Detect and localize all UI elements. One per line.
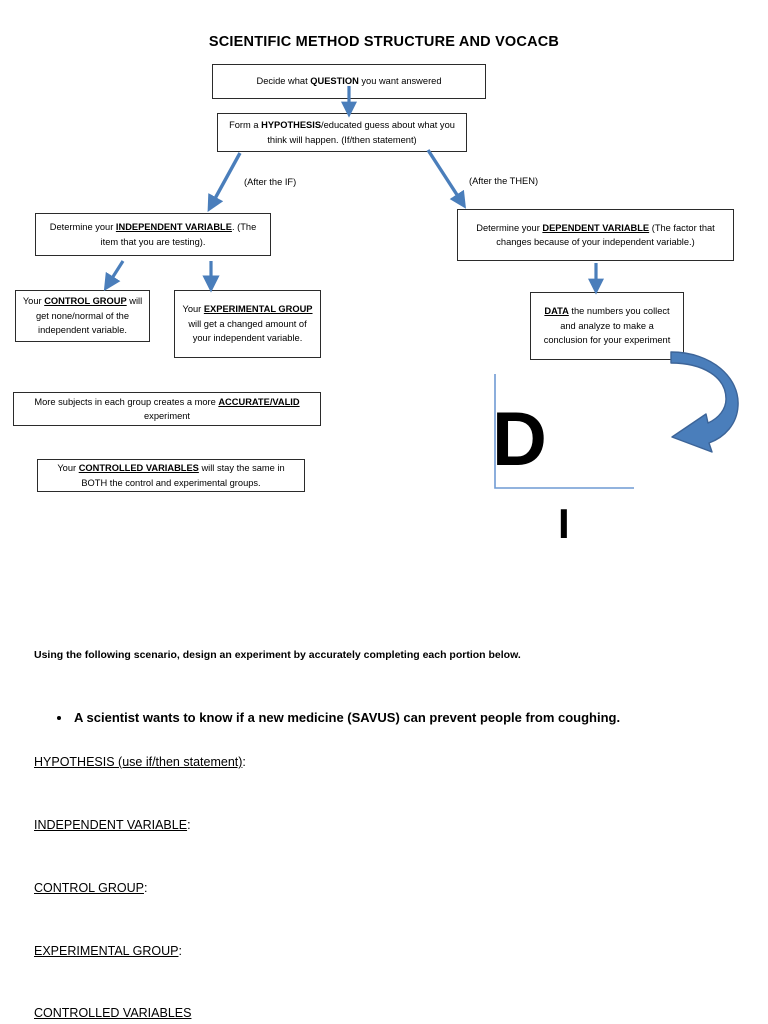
prompt-hypothesis: HYPOTHESIS (use if/then statement): <box>34 755 246 769</box>
flow-box-data: DATA the numbers you collect and analyze… <box>530 292 684 360</box>
prompt-experimental-group-suffix: : <box>178 944 182 958</box>
control-text-pre: Your <box>22 296 45 307</box>
data-text-post: the numbers you collect and analyze to m… <box>543 306 671 346</box>
control-text-post: will get none/normal of the independent … <box>35 296 143 336</box>
flow-box-control-group: Your CONTROL GROUP will get none/normal … <box>15 290 150 342</box>
prompt-independent-variable-suffix: : <box>187 818 191 832</box>
accurate-text-pre: More subjects in each group creates a mo… <box>34 396 219 407</box>
controlled-text-pre: Your <box>57 463 79 474</box>
prompt-controlled-variables: CONTROLLED VARIABLES <box>34 1006 191 1020</box>
experimental-group-term: EXPERIMENTAL GROUP <box>203 304 313 315</box>
prompt-hypothesis-suffix: : <box>242 755 246 769</box>
page-title: SCIENTIFIC METHOD STRUCTURE AND VOCACB <box>208 34 560 50</box>
arrow-independent-to-control <box>103 260 125 292</box>
hypothesis-text-pre: Form a <box>229 120 262 131</box>
flow-box-question: Decide what QUESTION you want answered <box>212 64 486 99</box>
graph-letter-i: I <box>558 500 570 547</box>
prompt-experimental-group: EXPERIMENTAL GROUP: <box>34 944 182 958</box>
hypothesis-text-post: /educated guess about what you think wil… <box>267 120 455 145</box>
data-term: DATA <box>544 306 569 317</box>
arrow-hypothesis-to-independent <box>207 152 242 213</box>
independent-term: INDEPENDENT VARIABLE <box>115 222 232 233</box>
prompt-independent-variable: INDEPENDENT VARIABLE: <box>34 818 191 832</box>
graph-letter-d: D <box>492 397 547 482</box>
dependent-text-pre: Determine your <box>476 222 543 233</box>
flow-box-hypothesis: Form a HYPOTHESIS/educated guess about w… <box>217 113 467 152</box>
prompt-independent-variable-label: INDEPENDENT VARIABLE <box>34 818 188 832</box>
prompt-control-group: CONTROL GROUP: <box>34 881 147 895</box>
branch-label-if: (After the IF) <box>244 177 297 187</box>
experimental-text-post: will get a changed amount of your indepe… <box>188 318 307 344</box>
flow-box-experimental-group: Your EXPERIMENTAL GROUP will get a chang… <box>174 290 321 358</box>
question-text-post: you want answered <box>358 76 442 87</box>
prompt-control-group-suffix: : <box>143 881 148 895</box>
curved-arrow-data-loop <box>670 351 739 453</box>
scenario-list-item: A scientist wants to know if a new medic… <box>72 710 620 725</box>
independent-text-post: . (The item that you are testing). <box>100 222 257 247</box>
experimental-text-pre: Your <box>182 304 204 315</box>
independent-text-pre: Determine your <box>49 222 116 233</box>
question-text-bold: QUESTION <box>310 76 359 87</box>
branch-label-then: (After the THEN) <box>469 176 539 186</box>
dependent-term: DEPENDENT VARIABLE <box>542 222 650 233</box>
arrow-hypothesis-to-dependent <box>426 149 466 209</box>
worksheet-scenario: A scientist wants to know if a new medic… <box>52 710 620 725</box>
accurate-text-post: experiment <box>144 411 190 421</box>
flow-box-controlled-variables: Your CONTROLLED VARIABLES will stay the … <box>37 459 305 492</box>
accurate-valid-term: ACCURATE/VALID <box>218 396 300 407</box>
prompt-controlled-variables-label: CONTROLLED VARIABLES <box>34 1006 192 1020</box>
hypothesis-text-bold: HYPOTHESIS <box>261 120 322 131</box>
flow-box-dependent-variable: Determine your DEPENDENT VARIABLE (The f… <box>457 209 734 261</box>
question-text-pre: Decide what <box>256 76 311 87</box>
prompt-experimental-group-label: EXPERIMENTAL GROUP <box>34 944 179 958</box>
flow-box-independent-variable: Determine your INDEPENDENT VARIABLE. (Th… <box>35 213 271 256</box>
flow-box-accurate-valid: More subjects in each group creates a mo… <box>13 392 321 426</box>
prompt-control-group-label: CONTROL GROUP <box>34 881 144 895</box>
worksheet-instruction: Using the following scenario, design an … <box>34 649 521 661</box>
prompt-hypothesis-label: HYPOTHESIS (use if/then statement) <box>34 755 243 769</box>
controlled-text-post: will stay the same in BOTH the control a… <box>81 463 285 488</box>
control-group-term: CONTROL GROUP <box>44 296 127 307</box>
dependent-text-post: (The factor that changes because of your… <box>496 222 715 247</box>
controlled-variables-term: CONTROLLED VARIABLES <box>78 463 199 474</box>
